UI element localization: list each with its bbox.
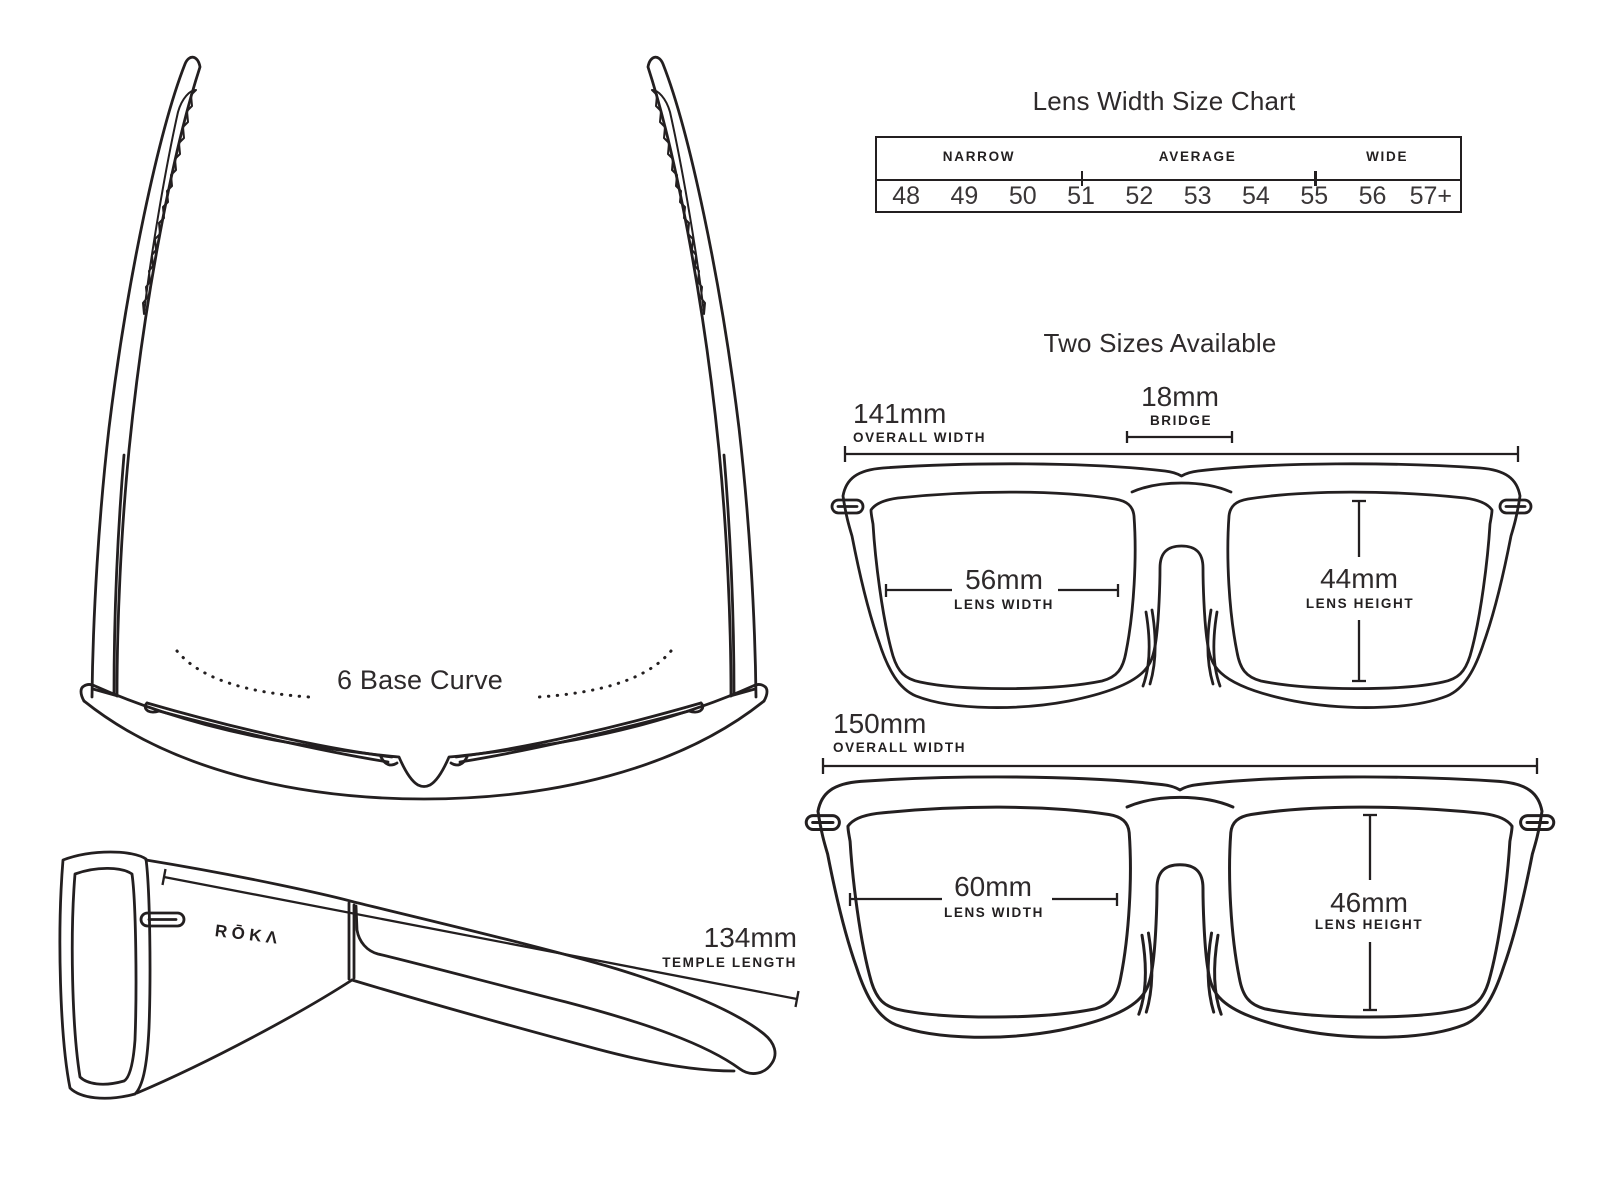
size1-lens-height-label: LENS HEIGHT	[1305, 596, 1415, 611]
size2-lens-width-label: LENS WIDTH	[944, 905, 1044, 920]
size2-overall-width-value: 150mm	[833, 708, 927, 739]
size-value: 49	[950, 182, 979, 210]
group-divider-tick	[1314, 171, 1317, 186]
temple-length-label: TEMPLE LENGTH	[662, 955, 797, 970]
size-table-values-row: 48 49 50 51 52 53 54 55 56 57+	[877, 181, 1460, 211]
size-value: 53	[1183, 182, 1212, 210]
temple-length-value: 134mm	[703, 922, 797, 953]
size-chart-title: Lens Width Size Chart	[1032, 86, 1296, 116]
size-value: 54	[1242, 182, 1270, 210]
size2-overall-width-label: OVERALL WIDTH	[833, 740, 967, 755]
base-curve-dotted-arc-right	[537, 649, 673, 699]
side-lens-inner	[70, 866, 138, 1086]
size1-bridge-value: 18mm	[1141, 381, 1219, 412]
size-value: 50	[1008, 182, 1037, 210]
group-divider-tick	[1081, 171, 1084, 186]
size1-lens-width-label: LENS WIDTH	[954, 597, 1054, 612]
two-sizes-title: Two Sizes Available	[1043, 328, 1277, 358]
size1-lens-width-value: 56mm	[965, 564, 1043, 595]
top-view-drawing	[79, 55, 769, 801]
size-value: 56	[1358, 182, 1387, 210]
side-temple	[144, 858, 777, 1075]
front-view-size2-drawing	[804, 775, 1556, 1039]
side-hinge-screw	[139, 911, 186, 928]
size-value: 55	[1300, 182, 1329, 210]
size-value: 52	[1125, 182, 1154, 210]
lens-width-size-table: NARROW AVERAGE WIDE 48 49 50 51 52 53 54…	[875, 136, 1462, 213]
size-value: 57+	[1409, 182, 1453, 210]
size2-lens-height-value: 46mm	[1330, 887, 1408, 918]
base-curve-label: 6 Base Curve	[337, 665, 503, 695]
size2-lens-height-label: LENS HEIGHT	[1314, 917, 1424, 932]
size-group-average: AVERAGE	[1158, 149, 1237, 164]
size2-lens-width-value: 60mm	[954, 871, 1032, 902]
side-view-drawing	[58, 850, 777, 1100]
dimension-lines	[161, 431, 1539, 1012]
size-group-narrow: NARROW	[942, 149, 1016, 164]
size1-bridge-label: BRIDGE	[1149, 413, 1213, 428]
size-table-header-row: NARROW AVERAGE WIDE	[877, 138, 1460, 181]
size-value: 48	[892, 182, 921, 210]
size1-lens-height-value: 44mm	[1320, 563, 1398, 594]
size-group-wide: WIDE	[1366, 149, 1409, 164]
size-value: 51	[1067, 182, 1095, 210]
size1-overall-width-value: 141mm	[853, 398, 947, 429]
size1-overall-width-label: OVERALL WIDTH	[853, 430, 987, 445]
base-curve-dotted-arc-left	[175, 649, 311, 699]
front-view-size1-drawing	[830, 462, 1533, 709]
